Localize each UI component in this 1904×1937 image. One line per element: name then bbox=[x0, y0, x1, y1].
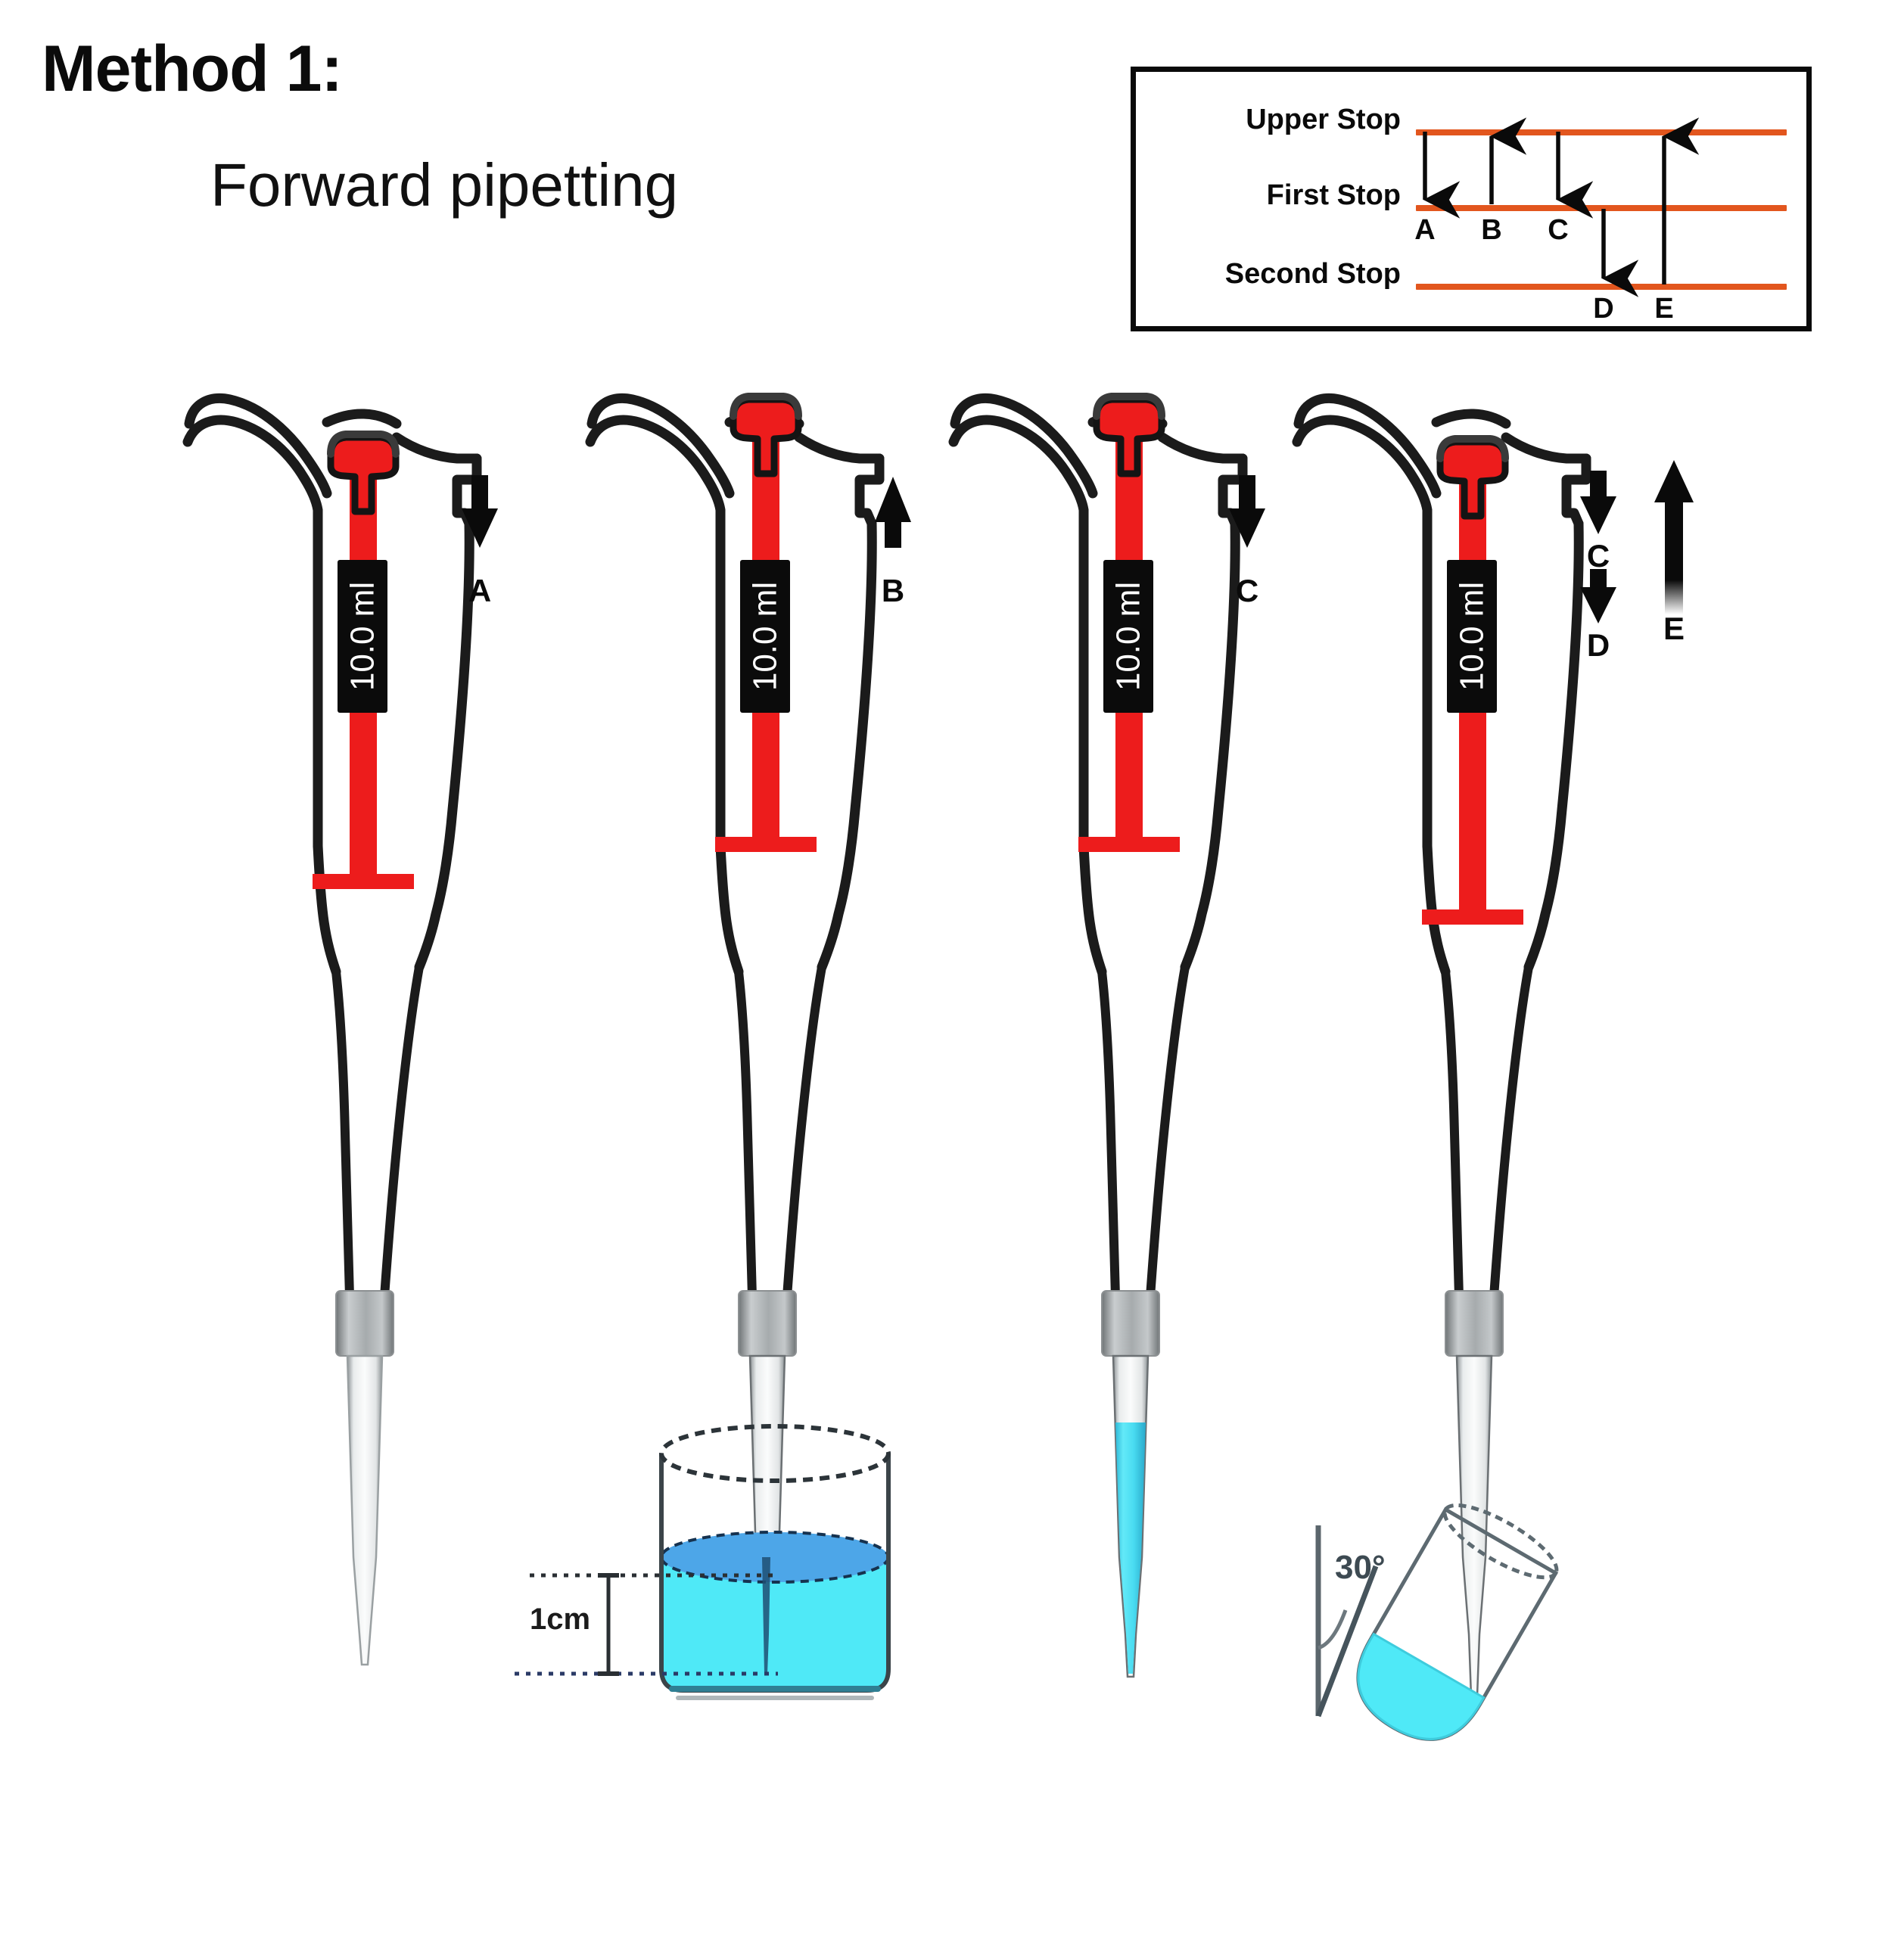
callout-letter-b: B bbox=[881, 573, 905, 608]
legend-label-second-stop: Second Stop bbox=[1224, 258, 1401, 290]
volume-badge-text-2: 10.0 ml bbox=[747, 582, 784, 691]
legend-tick-e: E bbox=[1654, 293, 1674, 325]
legend-line-second-stop bbox=[1416, 284, 1787, 290]
callout-letter-c-panel-3: C bbox=[1235, 573, 1259, 608]
callout-d-panel-4 bbox=[1580, 569, 1616, 623]
legend-tick-c: C bbox=[1548, 214, 1569, 246]
volume-badge-3: 10.0 ml bbox=[1103, 560, 1153, 713]
legend-arrows bbox=[1423, 117, 1700, 297]
pipette-panel-2: 10.0 ml bbox=[515, 393, 911, 1700]
plunger-knob-3 bbox=[1093, 393, 1165, 477]
piston-level-1 bbox=[313, 874, 414, 889]
beaker bbox=[515, 1424, 891, 1700]
plunger-knob-1 bbox=[327, 431, 400, 515]
piston-level-2 bbox=[715, 837, 817, 852]
callout-c-panel-3 bbox=[1229, 475, 1265, 548]
beaker-depth-label: 1cm bbox=[530, 1603, 591, 1636]
volume-badge-text-3: 10.0 ml bbox=[1110, 582, 1147, 691]
volume-badge-text-4: 10.0 ml bbox=[1454, 582, 1491, 691]
tilted-tube bbox=[1315, 1503, 1559, 1741]
piston-level-4 bbox=[1422, 909, 1523, 925]
callout-letter-d-panel-4: D bbox=[1586, 627, 1610, 663]
legend-line-first-stop bbox=[1416, 205, 1787, 211]
volume-badge-4: 10.0 ml bbox=[1447, 560, 1497, 713]
legend-line-upper-stop bbox=[1416, 129, 1787, 135]
callout-letter-c-panel-4: C bbox=[1586, 538, 1610, 574]
pipette-panel-1: 10.0 ml bbox=[188, 398, 498, 1666]
pipette-panel-4: 10.0 ml bbox=[1297, 398, 1694, 1741]
volume-badge-1: 10.0 ml bbox=[338, 560, 387, 713]
plunger-knob-2 bbox=[730, 393, 802, 477]
piston-level-3 bbox=[1078, 837, 1180, 852]
tube-angle-label: 30° bbox=[1335, 1549, 1386, 1586]
pipette-tip-3 bbox=[1101, 1290, 1160, 1678]
callout-b-panel-2 bbox=[875, 477, 911, 548]
page-title: Method 1: bbox=[42, 33, 343, 105]
legend-tick-d: D bbox=[1593, 293, 1614, 325]
plunger-knob-4 bbox=[1436, 435, 1509, 520]
volume-badge-2: 10.0 ml bbox=[740, 560, 790, 713]
pipette-panel-3: 10.0 ml bbox=[954, 393, 1265, 1678]
page-subtitle: Forward pipetting bbox=[210, 151, 679, 219]
legend-label-upper-stop: Upper Stop bbox=[1246, 104, 1401, 135]
legend-tick-b: B bbox=[1481, 214, 1502, 246]
plunger-stop-legend: Upper Stop First Stop Second Stop bbox=[1131, 67, 1812, 331]
volume-badge-text-1: 10.0 ml bbox=[344, 582, 381, 691]
callout-letter-e-panel-4: E bbox=[1663, 611, 1685, 646]
callout-c-panel-4 bbox=[1580, 471, 1616, 534]
callout-e-panel-4 bbox=[1654, 460, 1694, 614]
callout-letter-a: A bbox=[468, 573, 492, 608]
pipette-tip-1 bbox=[335, 1290, 394, 1666]
legend-tick-a: A bbox=[1414, 214, 1436, 246]
legend-label-first-stop: First Stop bbox=[1266, 179, 1401, 211]
callout-a-panel-1 bbox=[462, 475, 498, 548]
